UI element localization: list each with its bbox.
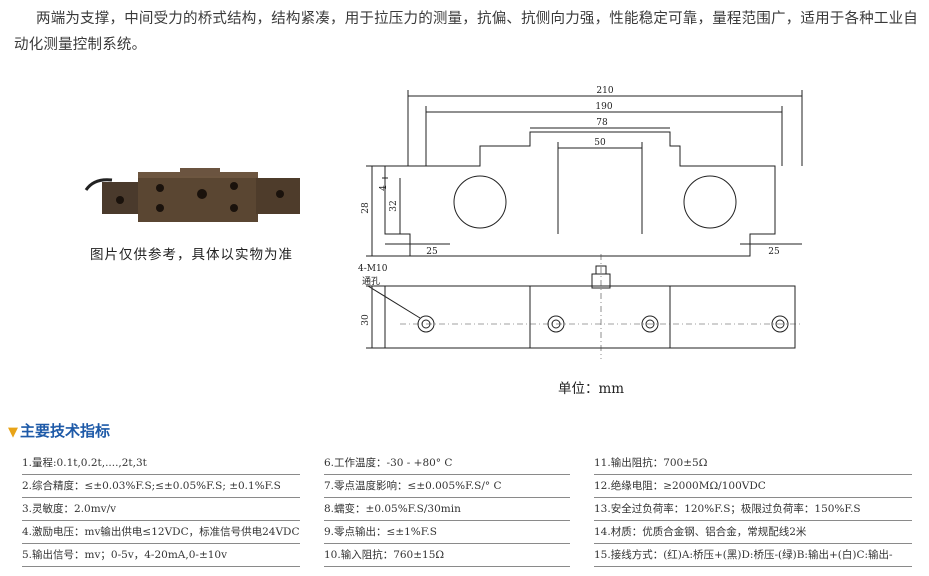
dim-30: 30 [361, 314, 371, 326]
dim-78: 78 [596, 118, 608, 128]
dim-25-left: 25 [426, 247, 438, 257]
hole-label: 4-M10 [358, 264, 388, 274]
spec-row: 2.综合精度：≤±0.03%F.S;≤±0.05%F.S; ±0.1%F.S [22, 475, 300, 498]
spec-row: 13.安全过负荷率：120%F.S；极限过负荷率：150%F.S [594, 498, 912, 521]
spec-row: 8.蠕变：±0.05%F.S/30min [324, 498, 570, 521]
spec-column-3: 11.输出阻抗：700±5Ω 12.绝缘电阻：≥2000MΩ/100VDC 13… [594, 452, 912, 567]
spec-row: 5.输出信号：mv；0-5v，4-20mA,0-±10v [22, 544, 300, 567]
spec-row: 6.工作温度：-30 - +80° C [324, 452, 570, 475]
dim-190: 190 [595, 102, 612, 112]
dim-50: 50 [594, 138, 606, 148]
spec-row: 11.输出阻抗：700±5Ω [594, 452, 912, 475]
spec-row: 7.零点温度影响：≤±0.005%F.S/° C [324, 475, 570, 498]
spec-row: 3.灵敏度：2.0mv/v [22, 498, 300, 521]
spec-row: 12.绝缘电阻：≥2000MΩ/100VDC [594, 475, 912, 498]
spec-column-1: 1.量程:0.1t,0.2t,....,2t,3t 2.综合精度：≤±0.03%… [22, 452, 300, 567]
triangle-down-icon: ▼ [8, 425, 18, 440]
product-photo [84, 168, 300, 222]
spec-heading: ▼主要技术指标 [8, 420, 110, 441]
spec-row: 14.材质：优质合金钢、铝合金，常规配线2米 [594, 521, 912, 544]
spec-row: 15.接线方式：(红)A:桥压+(黑)D:桥压-(绿)B:输出+(白)C:输出- [594, 544, 912, 567]
unit-label: 单位：mm [558, 381, 625, 397]
spec-row: 9.零点输出：≤±1%F.S [324, 521, 570, 544]
spec-row: 10.输入阻抗：760±15Ω [324, 544, 570, 567]
dim-210: 210 [596, 86, 613, 96]
dim-25-right: 25 [768, 247, 780, 257]
dimension-drawing: 210 190 78 50 28 32 4 25 25 30 4-M10 通孔 [358, 86, 803, 359]
photo-caption: 图片仅供参考，具体以实物为准 [90, 247, 293, 263]
spec-heading-text: 主要技术指标 [20, 422, 111, 440]
spec-row: 4.激励电压：mv输出供电≤12VDC，标准信号供电24VDC [22, 521, 300, 544]
hole-label-through: 通孔 [362, 276, 380, 287]
dim-32: 32 [389, 200, 399, 211]
dim-4: 4 [379, 185, 389, 191]
intro-paragraph: 两端为支撑，中间受力的桥式结构，结构紧凑，用于拉压力的测量，抗偏、抗侧向力强，性… [14, 11, 918, 53]
dim-28: 28 [361, 202, 371, 214]
spec-column-2: 6.工作温度：-30 - +80° C 7.零点温度影响：≤±0.005%F.S… [324, 452, 570, 567]
spec-row: 1.量程:0.1t,0.2t,....,2t,3t [22, 452, 300, 475]
